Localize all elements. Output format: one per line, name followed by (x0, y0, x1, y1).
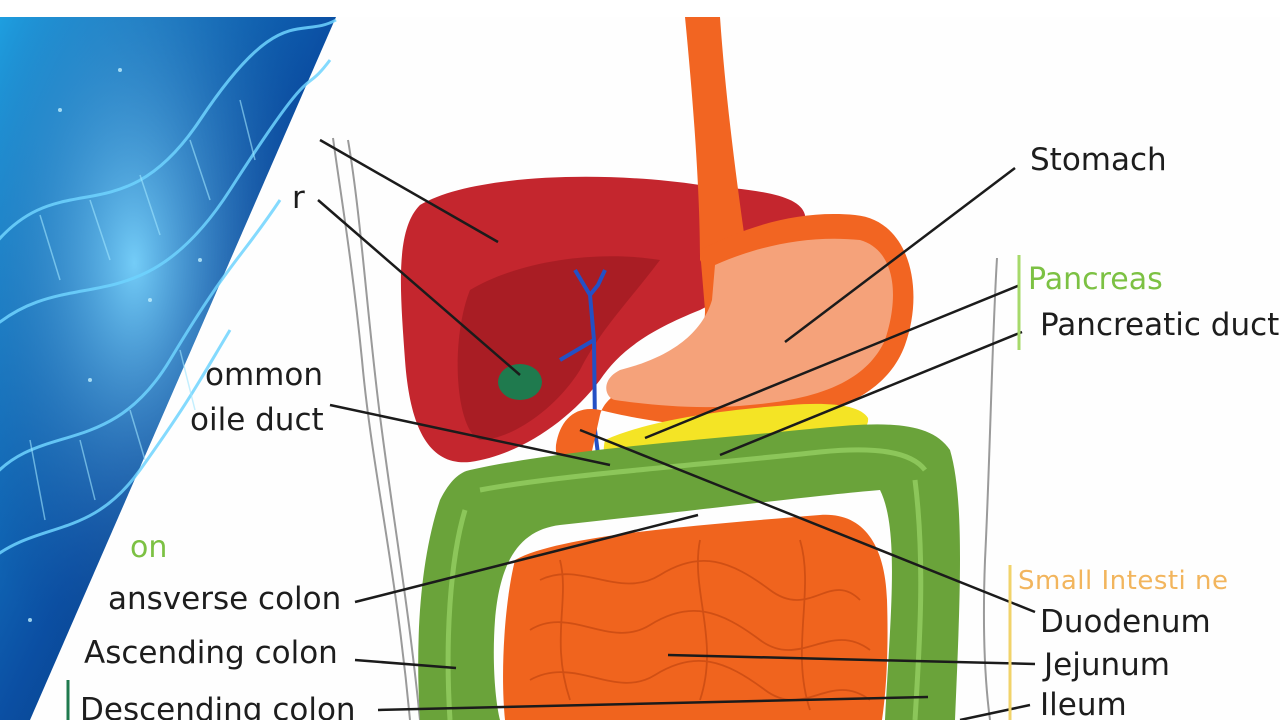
label-colon-partial: on (130, 533, 167, 563)
label-ascending-colon: Ascending colon (84, 638, 338, 669)
label-jejunum: Jejunum (1044, 650, 1170, 681)
label-small-intestine: Small Intesti ne (1018, 568, 1229, 594)
top-white-strip (0, 0, 1280, 17)
label-pancreatic-duct: Pancreatic duct (1040, 310, 1279, 341)
label-common: ommon (205, 360, 323, 391)
label-bile-duct: oile duct (190, 405, 324, 436)
label-stomach: Stomach (1030, 145, 1167, 176)
small-intestine (503, 515, 887, 720)
label-descending-colon: Descending colon (80, 695, 356, 720)
label-duodenum: Duodenum (1040, 607, 1211, 638)
label-transverse-colon: ansverse colon (108, 584, 341, 615)
label-liver-partial: r (292, 183, 305, 214)
label-ileum: Ileum (1040, 690, 1127, 720)
label-pancreas: Pancreas (1028, 265, 1163, 295)
